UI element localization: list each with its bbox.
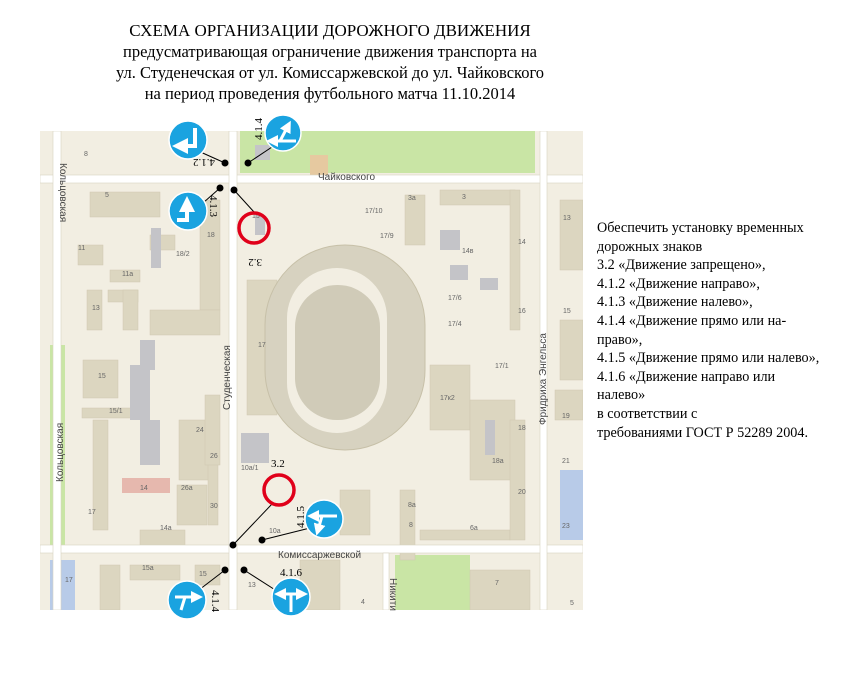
title-line-1: предусматривающая ограничение движения т… xyxy=(123,42,537,61)
roads xyxy=(40,131,583,610)
svg-text:15/1: 15/1 xyxy=(109,408,123,415)
svg-text:8: 8 xyxy=(84,151,88,158)
note-line: Обеспечить установку временных xyxy=(597,220,804,236)
svg-text:5: 5 xyxy=(570,600,574,607)
svg-text:19: 19 xyxy=(562,413,570,420)
svg-text:7: 7 xyxy=(495,580,499,587)
park xyxy=(395,555,470,610)
street-nikitina: Никити xyxy=(387,578,398,611)
sign-4-1-5-icon xyxy=(304,499,344,539)
svg-text:17/4: 17/4 xyxy=(448,321,462,328)
svg-text:23: 23 xyxy=(562,523,570,530)
svg-text:17к2: 17к2 xyxy=(440,395,455,402)
note-line: в соответствии с xyxy=(597,405,698,422)
svg-text:17: 17 xyxy=(258,342,266,349)
svg-text:18: 18 xyxy=(518,425,526,432)
title-line-3: на период проведения футбольного матча 1… xyxy=(144,84,516,103)
svg-text:17/10: 17/10 xyxy=(365,208,383,215)
svg-text:24: 24 xyxy=(196,427,204,434)
sign-4-1-6-icon xyxy=(271,577,311,617)
sign-4-1-4-bottom-icon xyxy=(167,580,207,620)
label-4-1-3: 4.1.3 xyxy=(207,195,219,218)
svg-text:8а: 8а xyxy=(408,502,416,509)
svg-text:26: 26 xyxy=(210,453,218,460)
sign-4-1-3-icon xyxy=(168,191,208,231)
sign-4-1-4-top-icon xyxy=(264,114,302,152)
svg-text:14: 14 xyxy=(140,485,148,492)
svg-text:14в: 14в xyxy=(462,248,474,255)
page-title: СХЕМА ОРГАНИЗАЦИИ ДОРОЖНОГО ДВИЖЕНИЯ пре… xyxy=(0,20,660,104)
svg-text:14а: 14а xyxy=(160,525,172,532)
street-engelsa: Фридриха Энгельса xyxy=(538,333,549,425)
sign-3-2-bottom-icon xyxy=(262,473,296,507)
stadium xyxy=(264,244,426,451)
svg-text:3а: 3а xyxy=(408,195,416,202)
sign-4-1-2-right-icon xyxy=(168,120,208,160)
label-4-1-2: 4.1.2 xyxy=(193,156,215,168)
note-line: 4.1.6 «Движение направо или xyxy=(597,368,776,385)
svg-text:17: 17 xyxy=(88,509,96,516)
svg-text:10а: 10а xyxy=(269,528,281,535)
note-line: 3.2 «Движение запрещено», xyxy=(597,257,766,274)
svg-text:30: 30 xyxy=(210,503,218,510)
street-studencheskaya: Студенческая xyxy=(222,345,233,410)
note-line: 4.1.2 «Движение направо», xyxy=(597,275,760,292)
label-4-1-6: 4.1.6 xyxy=(280,567,303,579)
svg-text:4: 4 xyxy=(361,599,365,606)
svg-text:15: 15 xyxy=(252,213,260,220)
label-3-2-bottom: 3.2 xyxy=(271,458,285,470)
svg-text:18/2: 18/2 xyxy=(176,251,190,258)
svg-text:17: 17 xyxy=(65,577,73,584)
svg-text:15: 15 xyxy=(98,373,106,380)
label-4-1-4-top: 4.1.4 xyxy=(253,118,265,141)
note-line: налево» xyxy=(597,387,646,404)
svg-text:13: 13 xyxy=(248,582,256,589)
sign-points xyxy=(216,159,266,574)
sign-notes: Обеспечить установку временных дорожных з… xyxy=(597,219,847,442)
note-line: 4.1.4 «Движение прямо или на- xyxy=(597,312,787,329)
title-line-2: ул. Студенечская от ул. Комиссаржевской … xyxy=(115,63,545,82)
svg-text:10а/1: 10а/1 xyxy=(241,465,259,472)
street-chaikovskogo: Чайковского xyxy=(318,172,376,183)
svg-text:18а: 18а xyxy=(492,458,504,465)
map-base: 5 11 18/2 11а 13 18 15 15/1 24 26 26а 14 17 14а 30 1… xyxy=(40,131,583,610)
svg-text:21: 21 xyxy=(562,458,570,465)
svg-text:11а: 11а xyxy=(122,271,133,278)
note-line: 4.1.5 «Движение прямо или налево», xyxy=(597,350,820,367)
svg-text:17/1: 17/1 xyxy=(495,363,509,370)
svg-text:6а: 6а xyxy=(470,525,478,532)
svg-text:13: 13 xyxy=(563,215,571,222)
svg-text:3: 3 xyxy=(462,194,466,201)
street-koltsovskaya-bottom: Кольцовская xyxy=(55,423,66,482)
svg-text:11: 11 xyxy=(78,245,85,252)
note-line: 4.1.3 «Движение налево», xyxy=(597,294,753,311)
svg-text:13: 13 xyxy=(92,305,100,312)
svg-text:5: 5 xyxy=(105,192,109,199)
svg-text:18: 18 xyxy=(207,232,215,239)
street-koltsovskaya-top: Кольцовская xyxy=(57,163,68,222)
label-3-2-top: 3.2 xyxy=(248,256,262,268)
note-line: дорожных знаков xyxy=(597,238,703,255)
svg-text:17/9: 17/9 xyxy=(380,233,394,240)
street-komissarzhevskoy: Комиссаржевской xyxy=(278,550,361,561)
svg-text:26а: 26а xyxy=(181,485,193,492)
note-line: право», xyxy=(597,331,643,348)
svg-text:17/6: 17/6 xyxy=(448,295,462,302)
svg-text:16: 16 xyxy=(518,308,526,315)
note-line: требованиями ГОСТ Р 52289 2004. xyxy=(597,424,809,441)
svg-text:15: 15 xyxy=(563,308,571,315)
svg-text:15а: 15а xyxy=(142,565,154,572)
building-pink xyxy=(122,478,170,493)
svg-text:14: 14 xyxy=(518,239,526,246)
svg-text:15: 15 xyxy=(199,571,207,578)
title-heading: СХЕМА ОРГАНИЗАЦИИ ДОРОЖНОГО ДВИЖЕНИЯ xyxy=(129,21,531,40)
sign-3-2-top-icon xyxy=(237,211,271,245)
label-4-1-5: 4.1.5 xyxy=(295,506,307,529)
label-4-1-4-bottom: 4.1.4 xyxy=(209,590,221,613)
svg-text:8: 8 xyxy=(409,522,413,529)
svg-text:20: 20 xyxy=(518,489,526,496)
